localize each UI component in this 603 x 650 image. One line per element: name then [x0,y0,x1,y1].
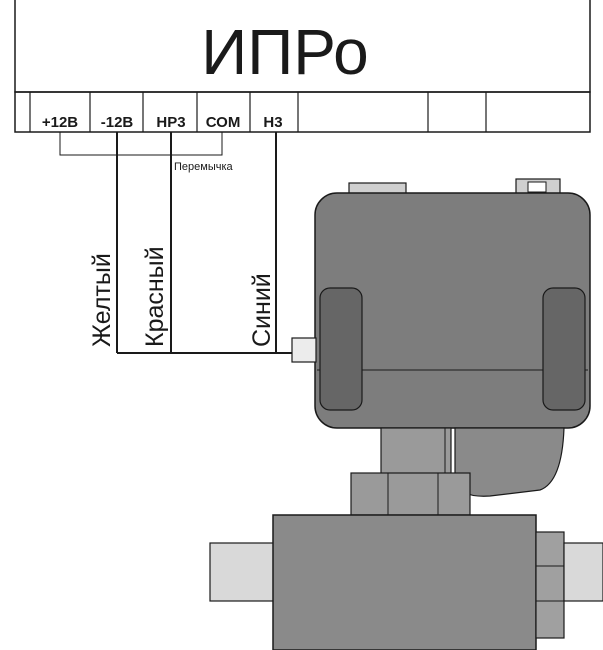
jumper: Перемычка [59,132,234,173]
jumper-label: Перемычка [174,161,234,173]
terminal-com: СОМ [206,114,241,131]
controller-box: ИПРо [14,0,591,93]
terminal-n3: Н3 [263,114,282,131]
terminal-plus-12v: +12В [42,114,78,131]
actuator [291,178,591,429]
terminal-strip: +12В -12В НР3 СОМ Н3 [14,91,591,133]
wire-blue-label: Синий [248,273,276,347]
valve-body [209,514,603,650]
wires: Желтый Красный Синий [88,132,292,354]
terminal-minus-12v: -12В [101,114,134,131]
controller-title: ИПРо [201,16,368,88]
valve-neck [350,427,565,516]
terminal-nr3: НР3 [156,114,185,131]
cable-gland [291,337,317,363]
wire-red-label: Красный [141,246,169,347]
wire-yellow-label: Желтый [88,253,116,347]
